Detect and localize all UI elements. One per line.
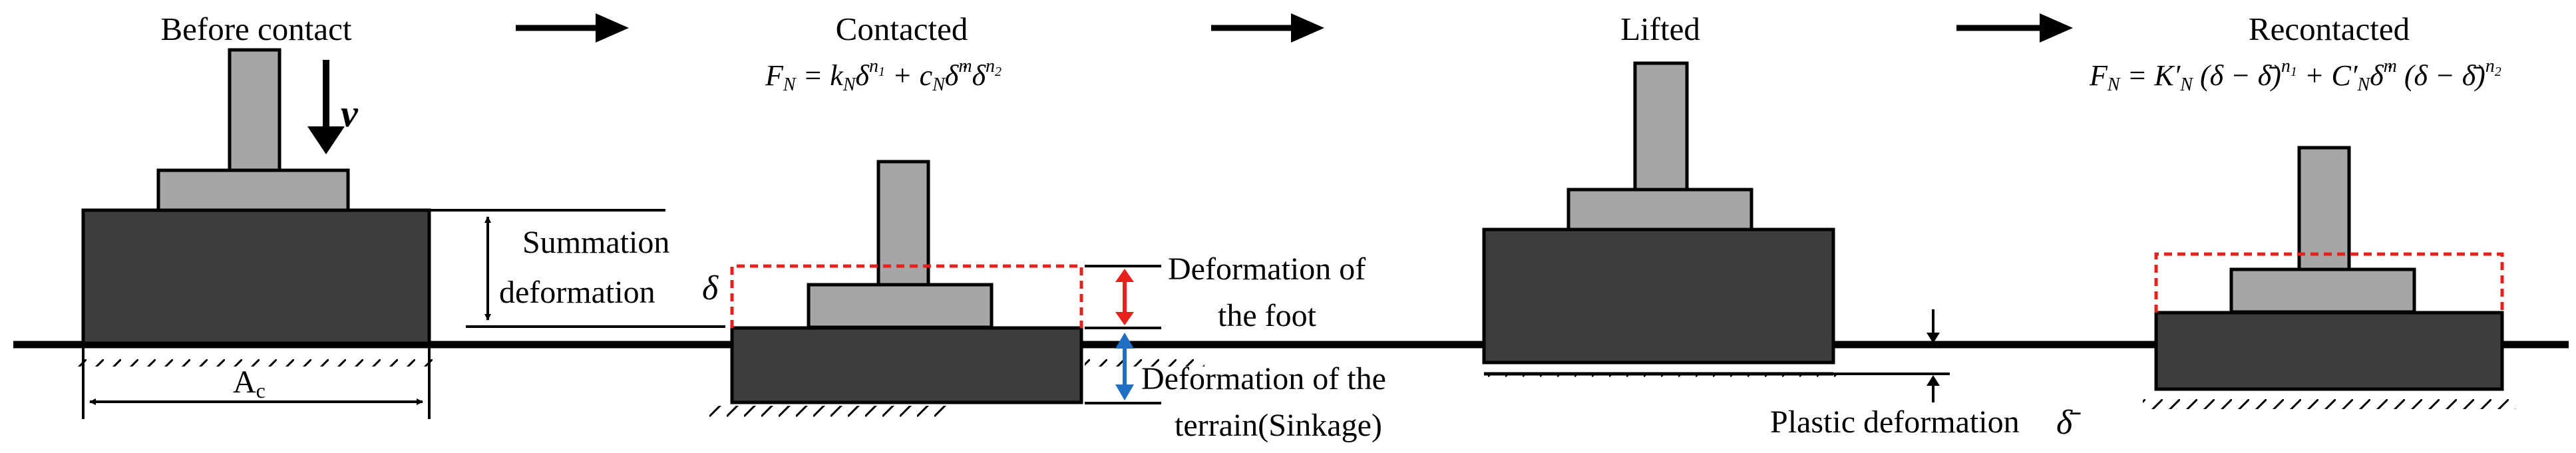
foot-base <box>156 168 350 212</box>
contact-force-equation: FN = kNδn1 + cNδ̇mδn2 <box>765 56 1002 95</box>
terrain-deformation-label-line2: terrain(Sinkage) <box>1175 408 1382 443</box>
ground-hatching <box>705 406 952 424</box>
width-dimension <box>82 346 431 419</box>
stage-contacted: Contacted FN = kNδn1 + cNδ̇mδn2 <box>730 11 1083 404</box>
stage-title: Contacted <box>836 11 968 47</box>
foot-base <box>1566 188 1753 231</box>
foot-deformation-label-line1: Deformation of <box>1168 251 1366 287</box>
right-arrow-icon <box>516 13 629 43</box>
terrain-deformation-label-line1: Deformation of the <box>1141 361 1386 396</box>
terrain-block <box>730 326 1083 404</box>
stage-before-contact: Before contact v Ac <box>81 11 431 419</box>
foot-leg <box>2297 146 2351 271</box>
stage-recontacted: Recontacted FN = K′N (δ − δ̄)n1 + C′Nδ̇m… <box>2089 11 2504 391</box>
ground-hatching <box>2143 390 2515 409</box>
foot-deformation-arrow <box>1115 269 1134 325</box>
terrain-block <box>1482 227 1835 365</box>
stage-title: Lifted <box>1620 11 1700 47</box>
foot-leg <box>876 160 930 287</box>
summation-label-line2: deformation <box>499 275 655 310</box>
terrain-block <box>2154 311 2504 391</box>
summation-deformation: Summation deformation δ <box>429 209 725 328</box>
velocity-label: v <box>341 92 359 135</box>
ground-hatching <box>73 348 433 367</box>
deformation-annotations: Deformation of the foot Deformation of t… <box>1085 251 1386 443</box>
terrain-block <box>81 208 431 345</box>
foot-leg <box>1633 61 1689 192</box>
foot-base <box>2229 267 2416 314</box>
ground-hatching <box>1484 374 1843 392</box>
original-outline-dashed <box>2154 252 2504 313</box>
stage-title: Recontacted <box>2249 11 2410 47</box>
foot-leg <box>228 48 281 172</box>
area-label: Ac <box>233 365 266 402</box>
ground-hatching <box>1085 348 1204 367</box>
foot-deformation-label-line2: the foot <box>1218 298 1317 333</box>
original-outline-dashed <box>730 264 1083 328</box>
delta-bar-symbol: δ̄ <box>2056 404 2081 442</box>
right-arrow-icon <box>1956 13 2073 43</box>
terrain-deformation-arrow <box>1115 333 1134 400</box>
stage-title: Before contact <box>160 11 351 47</box>
right-arrow-icon <box>1211 13 1324 43</box>
down-arrow-icon <box>307 60 345 154</box>
foot-base <box>807 283 994 329</box>
recontact-force-equation: FN = K′N (δ − δ̄)n1 + C′Nδ̇m (δ − δ̄)n2 <box>2089 56 2501 95</box>
plastic-deformation-arrows <box>1927 309 1940 402</box>
summation-label-line1: Summation <box>522 225 669 260</box>
ground <box>13 341 2569 424</box>
delta-symbol: δ <box>702 269 719 307</box>
plastic-deformation-label: Plastic deformation <box>1770 404 2020 440</box>
